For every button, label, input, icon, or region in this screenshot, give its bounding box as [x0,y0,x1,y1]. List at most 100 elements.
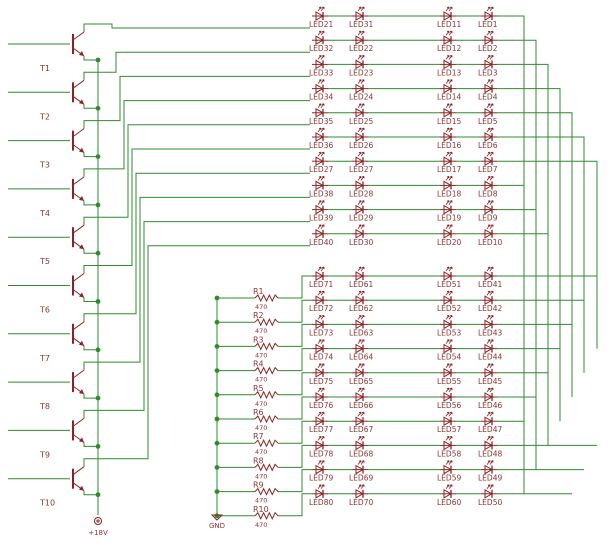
junction-dot [214,392,220,398]
transistor-collector [72,321,85,331]
resistor-led-wire [278,444,312,468]
led-emission-arrows [486,30,494,36]
led-triangle [443,156,453,167]
resistor-led-wire [278,396,312,420]
transistor-label: T4 [39,209,50,218]
led-label: LED27 [309,165,333,174]
led [312,339,328,354]
resistor [254,293,279,303]
led [481,460,497,475]
led-emission-arrows [317,290,325,296]
led [440,127,456,142]
emitter-wire [83,104,98,109]
led-triangle [443,83,453,94]
junction-dot [214,368,220,373]
led [312,103,328,118]
led [312,127,328,142]
led-label: LED19 [437,214,461,223]
led [481,151,497,167]
collector-wire [83,100,310,177]
collector-wire [83,51,310,81]
led-emission-arrows [317,224,325,230]
led-triangle [355,180,365,191]
led-label: LED22 [349,44,373,53]
led-triangle [443,416,453,427]
junction-dot [95,105,101,111]
emitter-arrow [79,244,84,250]
led-label: LED36 [309,141,333,150]
led-label: LED39 [309,214,333,223]
transistor-label: T7 [39,354,50,363]
led-emission-arrows [486,79,494,84]
led-triangle [315,11,325,21]
led-emission-arrows [486,127,494,133]
transistor-collector [72,369,85,379]
led-triangle [484,367,494,378]
emitter-wire [83,345,98,351]
led-triangle [355,107,365,118]
transistor-label: T2 [39,112,50,121]
led [312,460,328,475]
junction-dot [214,489,220,494]
resistor [254,511,279,520]
led-triangle [355,392,365,402]
led-emission-arrows [445,224,453,230]
transistor-label: T10 [39,499,55,508]
led-label: LED26 [349,141,373,150]
led [440,176,456,191]
led-emission-arrows [317,315,325,320]
led-triangle [315,228,325,239]
led-label: LED32 [309,44,333,53]
led-emission-arrows [357,200,365,205]
led-emission-arrows [357,436,365,441]
led-triangle [443,343,453,354]
supply-label: +18V [88,529,108,537]
junction-dot [95,202,101,208]
resistor-led-wire [278,420,312,444]
led-emission-arrows [317,460,325,465]
led [352,290,368,306]
emitter-wire [83,152,98,158]
resistor-led-wire [278,323,312,347]
led-label: LED78 [309,449,333,458]
led-triangle [484,464,494,475]
led-emission-arrows [317,266,325,272]
led-label: LED5 [478,117,498,126]
led-triangle [443,204,453,215]
led-triangle [484,107,494,118]
upper-to-lower-wire [497,88,561,422]
led-triangle [484,132,494,142]
resistor-led-wire [278,493,312,517]
led [312,6,328,21]
emitter-arrow [79,340,84,346]
led-label: LED56 [437,401,461,410]
upper-to-lower-wire [497,39,537,470]
resistor-value: 470 [255,400,267,408]
led-triangle [484,416,494,427]
upper-to-lower-wire [497,233,549,276]
led-emission-arrows [445,55,453,60]
led-triangle [484,488,494,499]
emitter-arrow [79,485,84,491]
led-emission-arrows [486,411,494,417]
led-emission-arrows [445,103,453,109]
transistor [8,224,85,250]
led [440,363,456,378]
led-triangle [484,156,494,167]
led-triangle [484,204,494,215]
led-triangle [355,343,365,354]
junction-dot [214,344,220,349]
transistor-collector [72,128,85,138]
led [481,436,497,451]
led [440,30,456,46]
emitter-arrow [79,292,84,298]
led-triangle [355,416,365,427]
led [352,55,368,70]
upper-to-lower-wire [497,15,525,494]
resistor-name: R7 [253,432,264,441]
wires-layer [83,15,598,519]
led-emission-arrows [486,339,494,344]
led-label: LED1 [478,20,498,29]
led [440,436,456,451]
led [352,200,368,215]
